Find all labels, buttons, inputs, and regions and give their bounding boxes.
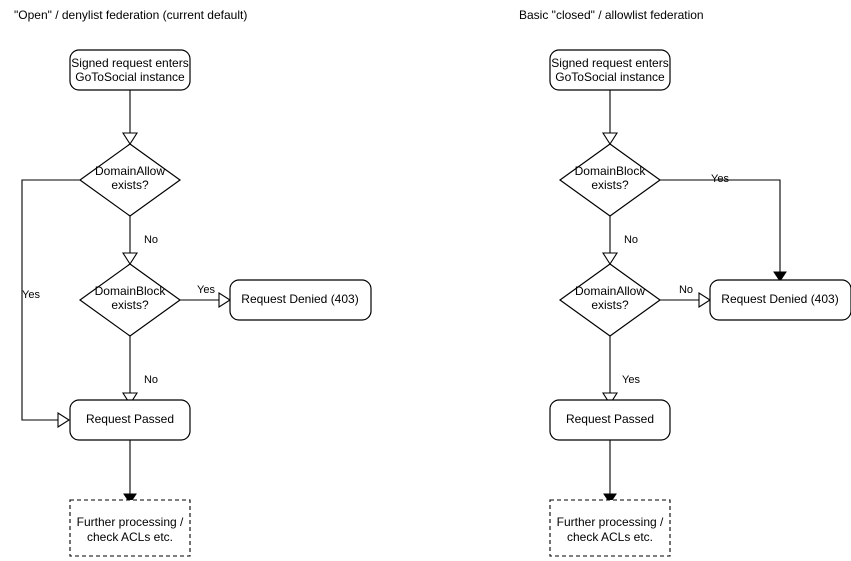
left-chart-title: "Open" / denylist federation (current de… (14, 8, 247, 22)
right-edge-label-block-no: No (624, 234, 638, 246)
left-edge-passed-to-further (123, 440, 137, 504)
right-further-label-line1: Further processing / (557, 515, 664, 529)
left-passed-node: Request Passed (69, 399, 191, 441)
right-edge-start-to-block (601, 90, 619, 146)
right-decision1-label-line1: DomainBlock (575, 164, 647, 178)
left-edge-allow-yes: Yes (21, 179, 80, 429)
left-edge-block-no: No (121, 336, 158, 406)
left-edge-label-allow-yes: Yes (22, 289, 40, 301)
left-edge-label-allow-no: No (144, 234, 158, 246)
left-start-label-line2: GoToSocial instance (75, 70, 185, 84)
right-passed-node: Request Passed (549, 399, 671, 441)
left-decision2-label-line2: exists? (111, 298, 149, 312)
left-further-label-line2: check ACLs etc. (87, 530, 173, 544)
right-decision2-label-line2: exists? (591, 298, 629, 312)
left-denied-box (229, 279, 372, 321)
right-chart-title: Basic "closed" / allowlist federation (519, 8, 704, 22)
arrowhead-solid-icon (603, 493, 617, 504)
left-start-label-line1: Signed request enters (71, 56, 188, 70)
arrowhead-open-icon (698, 291, 712, 309)
arrowhead-open-icon (601, 252, 619, 266)
arrowhead-open-icon (218, 291, 232, 309)
right-decision2-label-line1: DomainAllow (575, 284, 645, 298)
left-decision1-label-line2: exists? (111, 178, 149, 192)
right-denied-node: Request Denied (403) (709, 279, 851, 321)
right-passed-label: Request Passed (566, 412, 654, 426)
right-start-node: Signed request enters GoToSocial instanc… (549, 49, 671, 91)
left-start-node: Signed request enters GoToSocial instanc… (69, 49, 191, 91)
arrowhead-open-icon (121, 252, 139, 266)
right-start-label-line1: Signed request enters (551, 56, 668, 70)
left-decision-domainallow: DomainAllow exists? (78, 143, 182, 217)
arrowhead-open-icon (57, 411, 71, 429)
right-edge-block-yes: Yes (660, 173, 787, 282)
left-edge-label-block-no: No (144, 374, 158, 386)
right-decision-domainblock: DomainBlock exists? (558, 143, 662, 217)
right-edge-block-no: No (601, 216, 638, 266)
right-flowchart: Basic "closed" / allowlist federation Si… (519, 8, 851, 557)
left-edge-block-yes: Yes (180, 284, 232, 309)
right-denied-label: Request Denied (403) (721, 292, 838, 306)
left-further-label-line1: Further processing / (77, 515, 184, 529)
arrowhead-open-icon (601, 392, 619, 406)
left-further-box (69, 499, 191, 557)
arrowhead-open-icon (121, 132, 139, 146)
left-edge-start-to-allow (121, 90, 139, 146)
left-edge-label-block-yes: Yes (197, 284, 215, 296)
right-edge-label-allow-yes: Yes (622, 374, 640, 386)
left-decision2-label-line1: DomainBlock (95, 284, 167, 298)
right-decision1-label-line2: exists? (591, 178, 629, 192)
left-edge-allow-no: No (121, 216, 158, 266)
arrowhead-solid-icon (773, 271, 787, 282)
right-edge-allow-no: No (660, 284, 712, 309)
left-flowchart: "Open" / denylist federation (current de… (14, 8, 372, 557)
right-edge-allow-yes: Yes (601, 336, 640, 406)
right-further-box (549, 499, 671, 557)
right-denied-box (709, 279, 851, 321)
arrowhead-open-icon (121, 392, 139, 406)
right-decision-domainallow: DomainAllow exists? (558, 263, 662, 337)
right-further-label-line2: check ACLs etc. (567, 530, 653, 544)
left-decision-domainblock: DomainBlock exists? (78, 263, 182, 337)
right-edge-label-allow-no: No (679, 284, 693, 296)
right-start-label-line2: GoToSocial instance (555, 70, 665, 84)
left-denied-label: Request Denied (403) (241, 292, 358, 306)
left-denied-node: Request Denied (403) (229, 279, 372, 321)
arrowhead-solid-icon (123, 493, 137, 504)
left-further-node: Further processing / check ACLs etc. (69, 499, 191, 557)
left-passed-label: Request Passed (86, 412, 174, 426)
arrowhead-open-icon (601, 132, 619, 146)
right-edge-passed-to-further (603, 440, 617, 504)
right-edge-label-block-yes: Yes (711, 173, 729, 185)
left-decision1-label-line1: DomainAllow (95, 164, 165, 178)
right-further-node: Further processing / check ACLs etc. (549, 499, 671, 557)
